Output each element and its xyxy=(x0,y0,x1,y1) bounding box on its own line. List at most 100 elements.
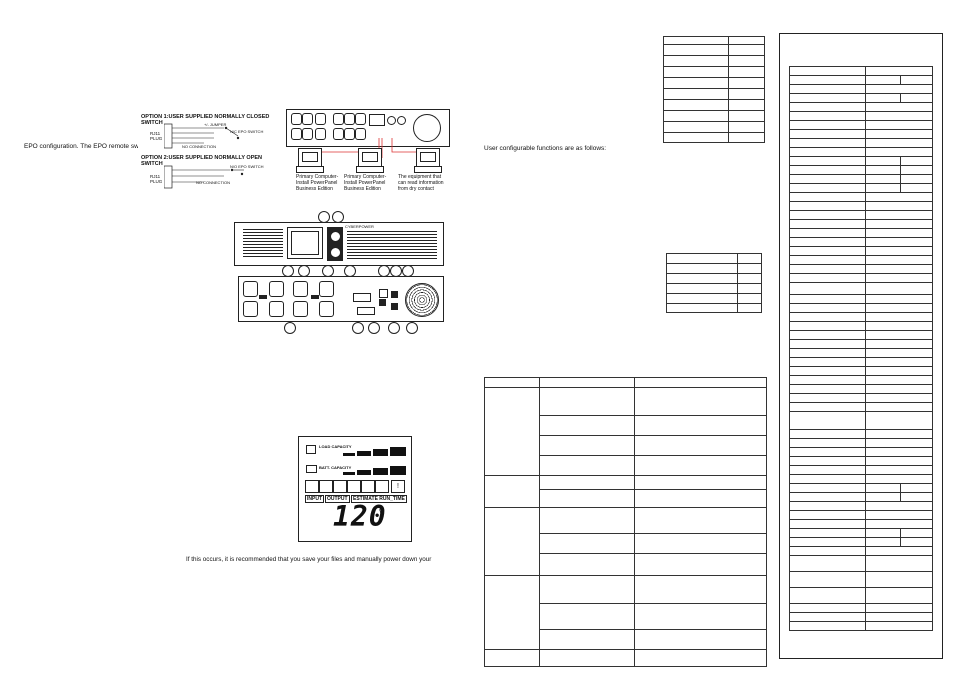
status-icon xyxy=(333,480,347,493)
ups-rear-panel-small xyxy=(286,109,450,147)
outlet-icon xyxy=(355,113,366,125)
callout-icon xyxy=(284,322,296,334)
callout-icon xyxy=(406,322,418,334)
computer-icon xyxy=(416,148,440,168)
configurable-functions-text: User configurable functions are as follo… xyxy=(484,145,607,152)
load-bar-segment xyxy=(343,453,355,456)
warning-icon: ! xyxy=(391,480,405,493)
batt-bar-segment xyxy=(390,466,406,475)
nc-epo-switch-label: N/C EPO SWITCH xyxy=(230,129,264,134)
lcd-display-illustration: LOAD CAPACITY BATT. CAPACITY ! INPUT OUT… xyxy=(298,436,412,542)
serial-port-icon xyxy=(357,307,375,315)
batt-bar-segment xyxy=(357,470,371,475)
outlet-icon xyxy=(315,113,326,125)
outlet-icon xyxy=(319,281,334,297)
outlet-icon xyxy=(243,301,258,317)
rj11-plug-label-1: RJ11 PLUG xyxy=(150,131,163,141)
outlet-icon xyxy=(302,128,313,140)
computer-label-1: Primary Computer- Install PowerPanel Bus… xyxy=(296,174,339,192)
outlet-icon xyxy=(319,301,334,317)
outlet-icon xyxy=(269,281,284,297)
outlet-icon xyxy=(293,281,308,297)
computer-label-3: The equipment that can read information … xyxy=(398,174,444,192)
rj45-port-icon xyxy=(391,291,398,298)
option1-wiring xyxy=(164,123,240,149)
outlet-icon xyxy=(333,128,344,140)
outlet-icon xyxy=(344,113,355,125)
fan-icon xyxy=(413,114,441,142)
settings-table-top xyxy=(663,36,765,143)
callout-icon xyxy=(388,322,400,334)
load-bar-segment xyxy=(357,451,371,456)
port-icon xyxy=(397,116,406,125)
warning-text: If this occurs, it is recommended that y… xyxy=(186,556,432,563)
load-bar-segment xyxy=(390,447,406,456)
rj11-plug-label-2: RJ11 PLUG xyxy=(150,174,163,184)
batt-bar-segment xyxy=(343,472,355,475)
lcd-unit: V xyxy=(379,509,383,515)
lcd-window xyxy=(287,227,323,259)
callout-icon xyxy=(318,211,330,223)
specifications-table xyxy=(789,66,933,631)
ups-rear-panel xyxy=(238,276,444,322)
load-bar-segment xyxy=(373,449,388,456)
status-icon xyxy=(375,480,389,493)
front-vents xyxy=(243,229,283,257)
brand-label: CYBERPOWER xyxy=(345,224,374,229)
usb-port-icon xyxy=(379,299,386,306)
ups-panel-diagram: CYBERPOWER xyxy=(232,208,446,336)
outlet-icon xyxy=(333,113,344,125)
outlet-icon xyxy=(293,301,308,317)
outlet-icon xyxy=(243,281,258,297)
computer-base-icon xyxy=(356,166,384,173)
computer-base-icon xyxy=(414,166,442,173)
status-icon xyxy=(319,480,333,493)
battery-capacity-icon xyxy=(306,465,317,473)
batt-capacity-label: BATT. CAPACITY xyxy=(319,465,352,470)
rj45-port-icon xyxy=(391,303,398,310)
troubleshooting-table xyxy=(484,377,767,667)
no-connection-label-2: NO CONNECTION xyxy=(196,180,230,185)
no-connection-label-1: NO CONNECTION xyxy=(182,144,216,149)
load-capacity-icon xyxy=(306,445,316,454)
option2-wiring xyxy=(164,165,244,189)
computer-label-2: Primary Computer- Install PowerPanel Bus… xyxy=(344,174,387,192)
batt-bar-segment xyxy=(373,468,388,475)
epo-wiring-diagram: OPTION 1:USER SUPPLIED NORMALLY CLOSED S… xyxy=(138,108,278,193)
lcd-reading: 120 xyxy=(333,500,387,533)
front-vents-right xyxy=(347,231,437,259)
status-icon-row: ! xyxy=(305,480,405,493)
ups-front-panel: CYBERPOWER xyxy=(234,222,444,266)
breaker-icon xyxy=(311,295,319,299)
specifications-page-frame xyxy=(779,33,943,659)
outlet-icon xyxy=(291,128,302,140)
lcd-output-label: OUTPUT xyxy=(325,495,350,503)
power-button xyxy=(327,227,343,261)
outlet-icon xyxy=(302,113,313,125)
no-epo-switch-label: N/O EPO SWITCH xyxy=(230,164,264,169)
callout-icon xyxy=(332,211,344,223)
status-icon xyxy=(305,480,319,493)
status-icon xyxy=(347,480,361,493)
lcd-estimate-run-time-label: ESTIMATE RUN_TIME xyxy=(351,495,407,503)
dry-contact-diagram: Primary Computer- Install PowerPanel Bus… xyxy=(284,108,452,200)
computer-icon xyxy=(298,148,322,168)
outlet-icon xyxy=(315,128,326,140)
outlet-icon xyxy=(291,113,302,125)
settings-table-middle xyxy=(666,253,762,313)
lcd-input-label: INPUT xyxy=(305,495,324,503)
option2-title: OPTION 2:USER SUPPLIED NORMALLY OPEN SWI… xyxy=(141,155,263,167)
breaker-icon xyxy=(259,295,267,299)
outlet-icon xyxy=(269,301,284,317)
load-capacity-label: LOAD CAPACITY xyxy=(319,444,352,449)
port-icon xyxy=(387,116,396,125)
outlet-icon xyxy=(355,128,366,140)
usb-port-icon xyxy=(379,289,388,298)
comm-port-icon xyxy=(353,293,371,302)
computer-base-icon xyxy=(296,166,324,173)
comm-slot xyxy=(369,114,385,126)
computer-icon xyxy=(358,148,382,168)
status-icon xyxy=(361,480,375,493)
option1-title: OPTION 1:USER SUPPLIED NORMALLY CLOSED S… xyxy=(141,114,270,126)
outlet-icon xyxy=(344,128,355,140)
